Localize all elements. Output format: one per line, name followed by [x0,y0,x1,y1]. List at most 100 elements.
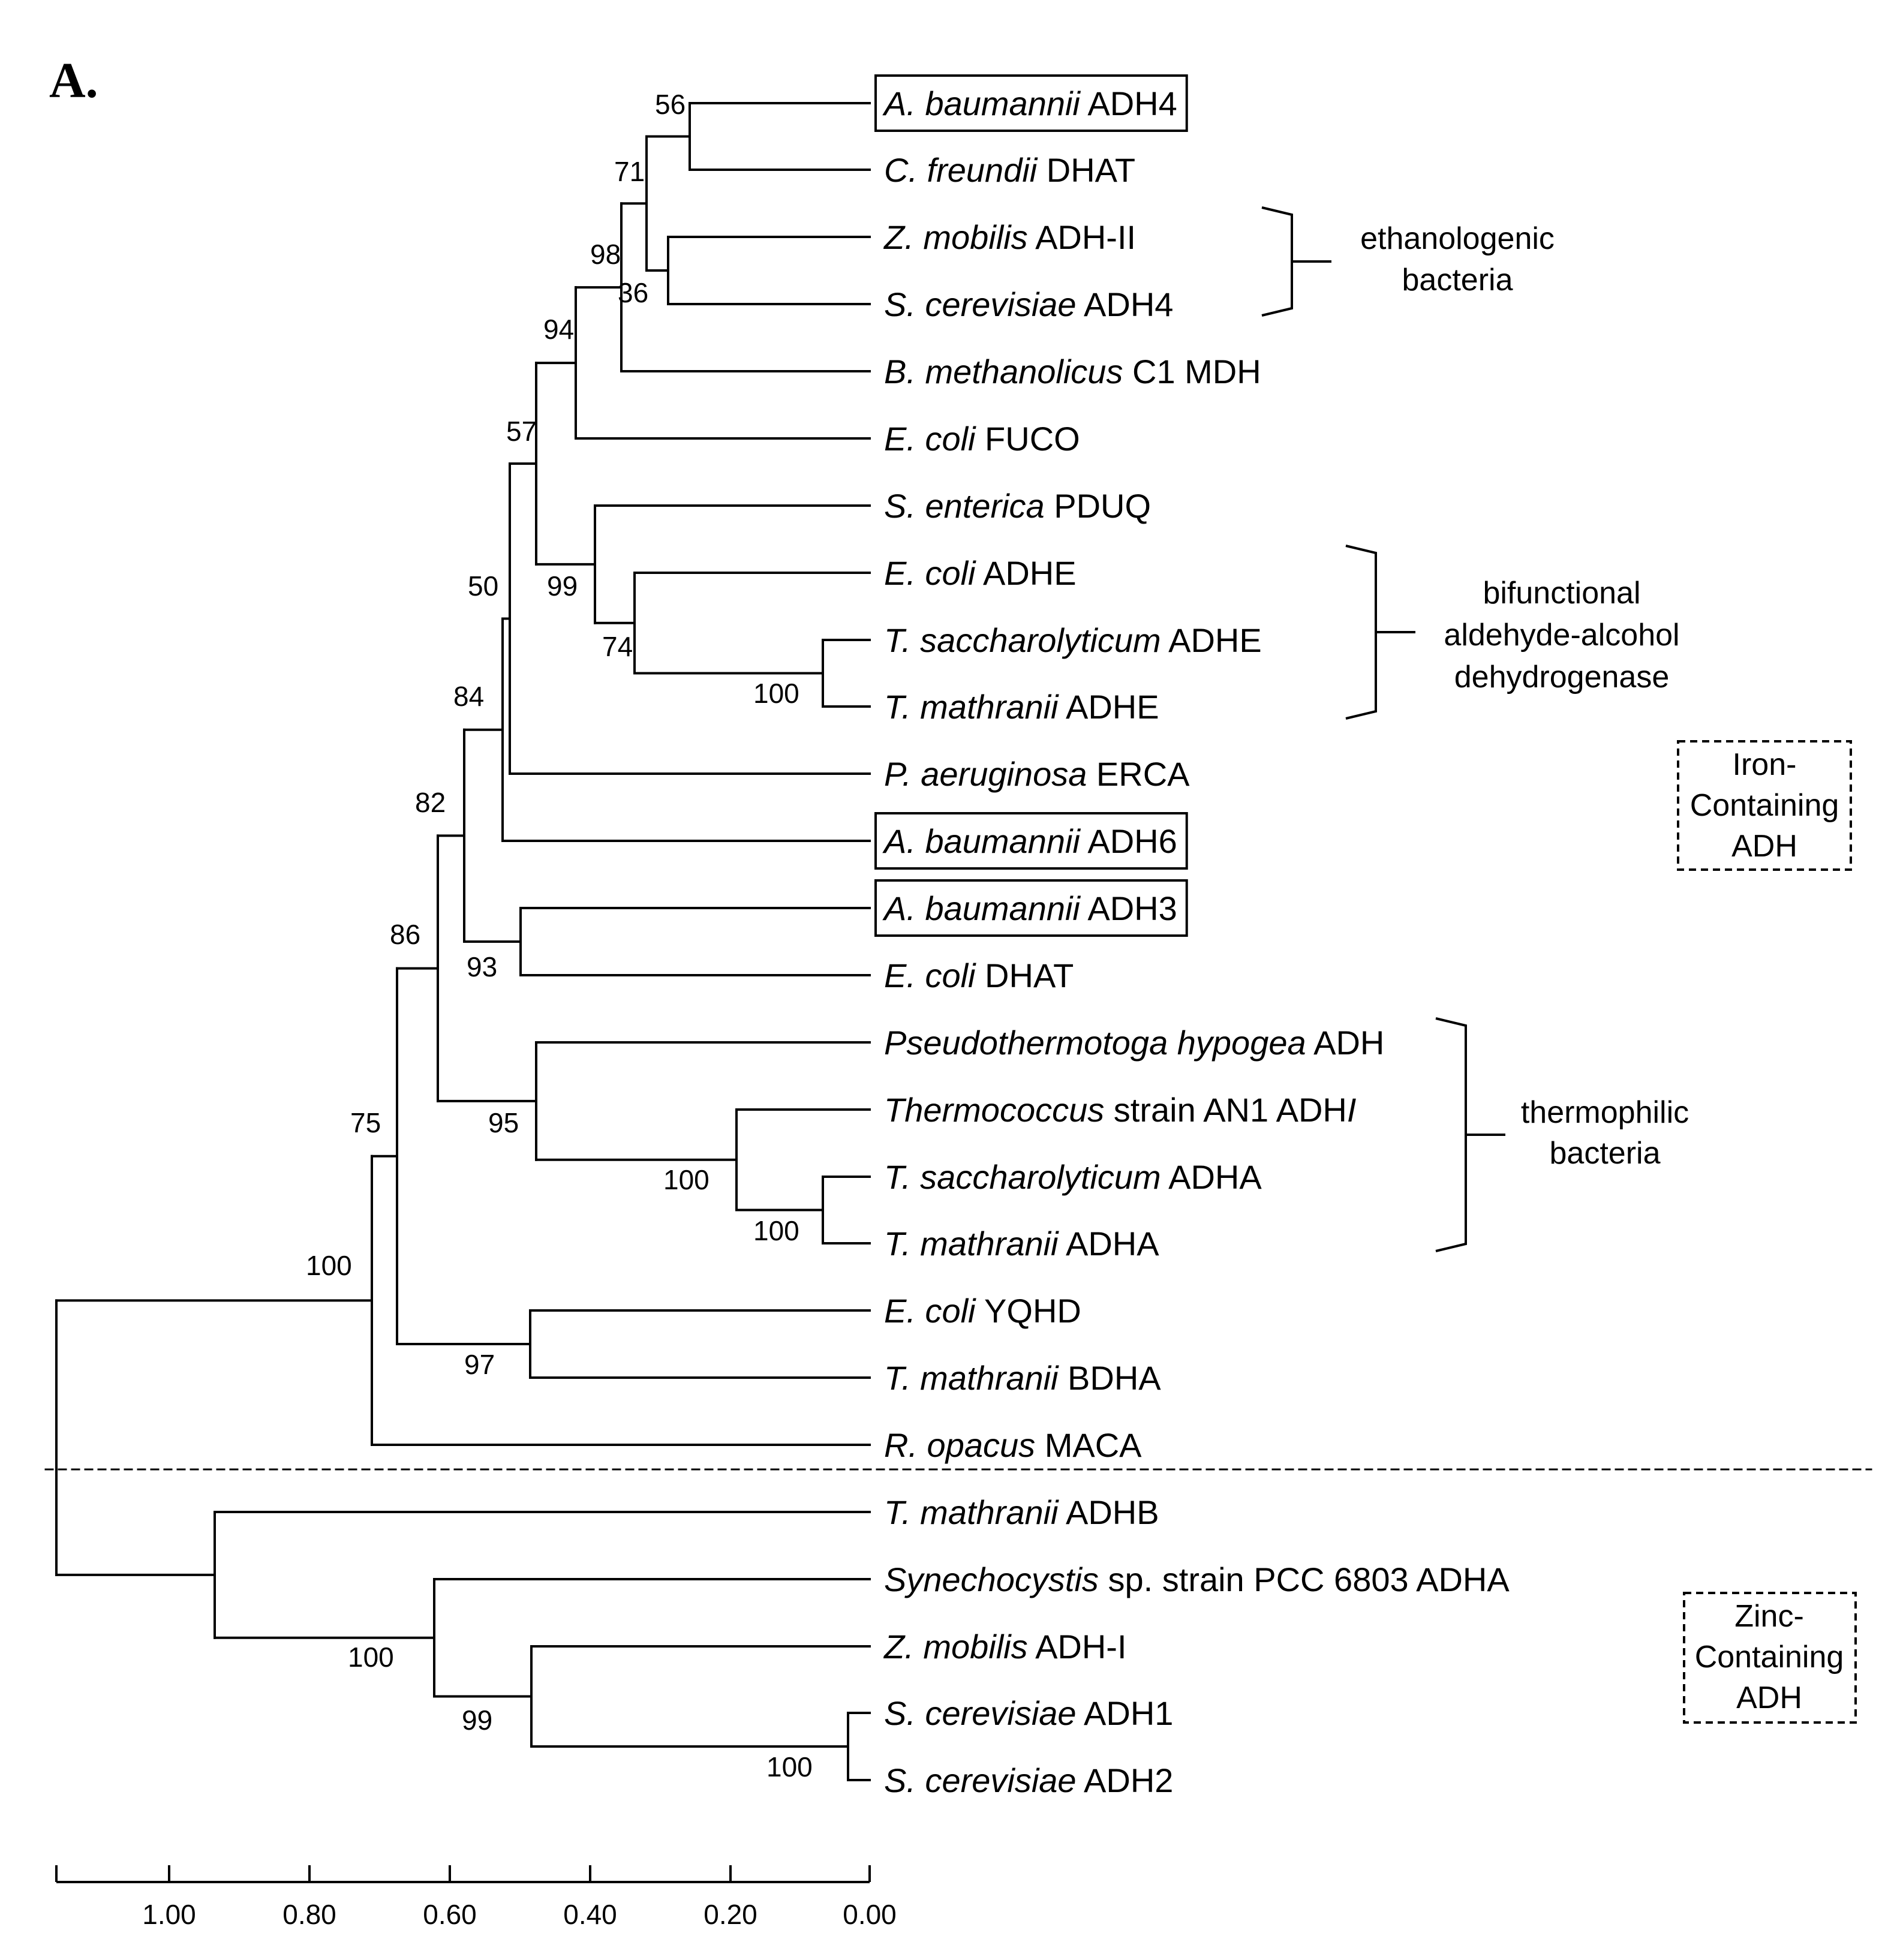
family-box [1683,1592,1857,1724]
taxon-enzyme: ADHA [1161,1158,1262,1196]
taxon-enzyme: C1 MDH [1123,353,1261,390]
scale-tick-label: 0.80 [282,1899,336,1930]
bootstrap-value: 86 [390,919,420,950]
taxon-species: E. coli [884,957,976,994]
tree-branches [44,102,1872,1781]
bootstrap-value: 82 [415,787,446,818]
taxon-species: T. mathranii [884,1493,1059,1531]
taxon-species: S. cerevisiae [884,285,1077,323]
taxon-enzyme: ADHE [1059,688,1159,726]
taxon-label: Thermococcus strain AN1 ADHI [884,1091,1356,1129]
taxon-label: Synechocystis sp. strain PCC 6803 ADHA [884,1561,1510,1598]
taxon-label: A. baumannii ADH6 [882,822,1177,860]
bootstrap-value: 100 [663,1164,709,1195]
taxon-label: Z. mobilis ADH-I [883,1628,1127,1666]
taxon-species: E. coli [884,1292,976,1330]
taxon-enzyme: BDHA [1059,1359,1162,1397]
taxon-enzyme: ADH4 [1080,85,1177,122]
taxon-label: B. methanolicus C1 MDH [884,353,1261,390]
bootstrap-value: 100 [753,1215,799,1246]
taxon-enzyme: ADH6 [1080,822,1177,860]
clade-label-line: ethanologenic [1360,221,1555,256]
clade-label-line: bifunctional [1483,576,1640,611]
taxon-species: T. mathranii [884,688,1059,726]
taxon-label: Z. mobilis ADH-II [883,218,1136,256]
bootstrap-value: 57 [506,416,537,447]
taxon-label: E. coli YQHD [884,1292,1081,1330]
clade-bracket [1345,545,1415,720]
bootstrap-value: 98 [590,239,621,270]
taxon-label: T. mathranii ADHE [884,688,1159,726]
bootstrap-value: 100 [753,678,799,709]
bootstrap-value: 93 [467,951,497,982]
taxon-species: T. saccharolyticum [884,621,1161,659]
bootstrap-value: 74 [602,631,633,662]
taxon-enzyme: ADH [1306,1024,1385,1062]
taxon-enzyme: YQHD [976,1292,1081,1330]
taxon-species: Thermococcus [884,1091,1104,1129]
family-label-line: ADH [1736,1681,1802,1715]
taxon-enzyme: ADH3 [1080,889,1177,927]
taxon-label: T. mathranii ADHA [884,1225,1159,1262]
taxon-enzyme: strain AN1 ADH [1104,1091,1347,1129]
taxon-species: Z. mobilis [883,218,1028,256]
taxon-species: C. freundii [884,151,1038,189]
bootstrap-value: 97 [464,1349,495,1380]
taxon-species: A. baumannii [882,889,1081,927]
taxon-species: Z. mobilis [883,1628,1028,1666]
taxon-label: A. baumannii ADH4 [882,85,1177,122]
family-label-line: Zinc- [1734,1599,1804,1634]
taxon-label: R. opacus MACA [884,1426,1142,1464]
family-label-line: Iron- [1733,747,1797,782]
taxon-species: E. coli [884,554,976,592]
scale-tick-label: 1.00 [142,1899,196,1930]
family-label-line: Containing [1695,1640,1844,1675]
taxon-enzyme: ERCA [1087,755,1190,793]
taxon-label: S. cerevisiae ADH4 [884,285,1173,323]
taxon-label: A. baumannii ADH3 [882,889,1177,927]
taxon-enzyme: ADH-II [1028,218,1136,256]
bootstrap-value: 95 [488,1107,519,1138]
bootstrap-value: 71 [614,156,645,187]
taxon-enzyme: sp. strain PCC 6803 ADHA [1099,1561,1510,1598]
clade-bracket [1435,1017,1505,1252]
taxon-label: E. coli DHAT [884,957,1074,994]
taxon-species: T. mathranii [884,1359,1059,1397]
clade-label-line: dehydrogenase [1454,660,1670,695]
taxon-species: P. aeruginosa [884,755,1087,793]
taxon-species: R. opacus [884,1426,1035,1464]
taxon-enzyme: DHAT [1037,151,1135,189]
taxon-species: S. cerevisiae [884,1761,1077,1799]
taxon-enzyme: ADH2 [1077,1761,1174,1799]
clade-label-line: aldehyde-alcohol [1444,618,1679,653]
taxon-enzyme: ADHE [976,554,1077,592]
bootstrap-value: 100 [766,1751,813,1782]
scale-tick-label: 0.40 [563,1899,617,1930]
bootstrap-value: 36 [618,277,648,308]
taxon-label: S. enterica PDUQ [884,487,1151,525]
family-label-line: ADH [1731,829,1797,864]
bootstrap-value: 99 [462,1705,492,1736]
bootstrap-value: 94 [543,314,574,345]
taxon-label: E. coli FUCO [884,420,1080,458]
taxon-label: P. aeruginosa ERCA [884,755,1190,793]
taxon-enzyme: ADH-I [1028,1628,1127,1666]
bootstrap-value: 99 [547,570,578,602]
taxon-species: E. coli [884,420,976,458]
bootstrap-value: 50 [468,570,498,602]
taxon-label: S. cerevisiae ADH2 [884,1761,1173,1799]
taxon-label: T. mathranii ADHB [884,1493,1159,1531]
taxon-species: B. methanolicus [884,353,1123,390]
taxon-species: A. baumannii [882,822,1081,860]
panel-label: A. [49,53,98,109]
bootstrap-values: 5671369894577499100508493821001009586977… [306,89,813,1782]
taxon-enzyme: ADHA [1059,1225,1160,1262]
bootstrap-value: 84 [453,681,484,712]
taxon-species: S. cerevisiae [884,1694,1077,1732]
taxon-enzyme-suffix: I [1347,1091,1357,1129]
taxon-species: S. enterica [884,487,1045,525]
taxon-label: E. coli ADHE [884,554,1077,592]
